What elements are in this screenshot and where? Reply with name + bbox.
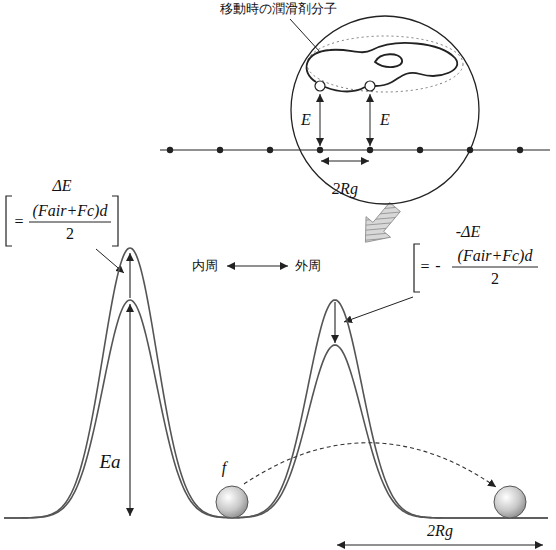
spacing-arrow (321, 161, 369, 162)
energy-arrow (370, 94, 371, 146)
delta-e-label: -ΔE (456, 223, 481, 241)
molecule-caption: 移動時の潤滑剤分子 (220, 2, 337, 17)
force-label: f (222, 459, 226, 477)
molecule-chain (307, 43, 458, 86)
delta-e-label: ΔE (52, 177, 71, 195)
potential-curve (4, 300, 548, 518)
circle-outline (290, 15, 480, 205)
potential-curve-tilted (4, 248, 548, 518)
molecule-ball (494, 486, 526, 518)
molecule-loop (375, 54, 402, 67)
energy-arrow (320, 94, 321, 146)
force-term: (Fair+Fc)d (33, 202, 108, 220)
end-group (365, 81, 375, 91)
bracket (112, 196, 118, 246)
outer-label: 外周 (295, 259, 321, 274)
activation-energy-label: Ea (99, 451, 120, 473)
bracket (6, 196, 12, 246)
leader-arrow (344, 297, 413, 322)
bracket (414, 244, 420, 292)
equals-sign: = (14, 213, 23, 231)
denominator: 2 (66, 225, 74, 243)
denominator: 2 (491, 270, 499, 288)
circle-outline (291, 16, 479, 204)
end-group (315, 81, 325, 91)
direction-arrow (227, 265, 288, 266)
energy-label: E (301, 111, 311, 129)
spacing-label: 2Rg (427, 522, 453, 540)
fraction-bar (452, 267, 538, 268)
zoom-arrow (353, 197, 407, 253)
delta-e-arrow (129, 253, 130, 298)
inner-label: 内周 (192, 259, 218, 274)
force-term: (Fair+Fc)d (458, 247, 533, 265)
hop-arc (244, 443, 496, 487)
minus-sign: - (435, 257, 440, 275)
delta-e-arrow (334, 302, 335, 343)
energy-label: E (380, 111, 390, 129)
fraction-bar (29, 222, 111, 223)
motion-ellipse (307, 36, 463, 92)
molecule-circle: E E 2Rg (290, 15, 480, 205)
molecule-ball (216, 486, 248, 518)
equals-sign: = (420, 258, 429, 276)
activation-energy-arrow (129, 304, 130, 516)
spacing-label: 2Rg (332, 180, 358, 198)
spacing-arrow (337, 544, 543, 545)
molecule-chain (325, 87, 365, 92)
